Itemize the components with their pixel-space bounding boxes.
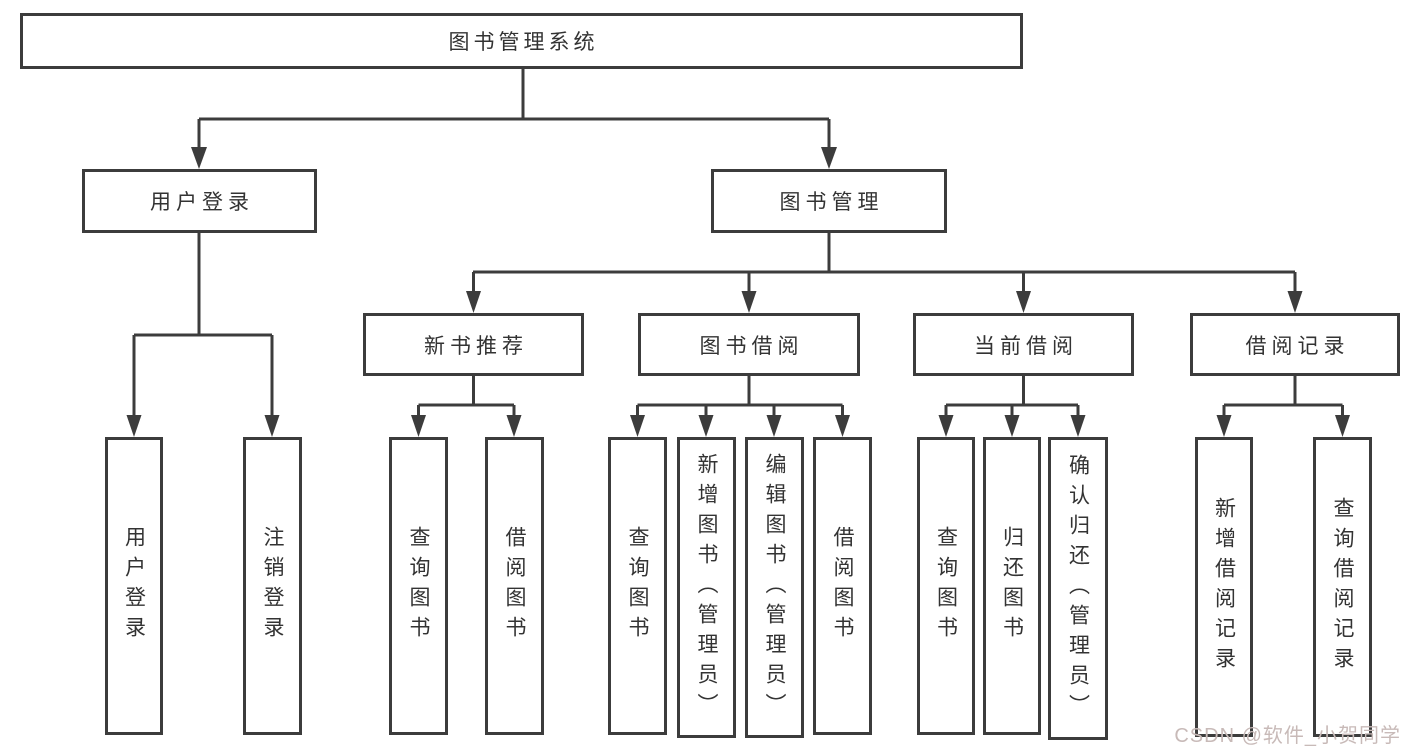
leaf-query-borrow-record: 查询借阅记录	[1313, 437, 1372, 737]
leaf-label: 新增图书（管理员）	[695, 452, 718, 723]
node-library-management-system: 图书管理系统	[20, 13, 1023, 69]
leaf-query-book: 查询图书	[917, 437, 975, 735]
leaf-label: 查询图书	[934, 526, 958, 646]
leaf-label: 查询借阅记录	[1331, 497, 1354, 677]
csdn-watermark: CSDN @软件_小贺同学	[1174, 725, 1401, 747]
leaf-query-book: 查询图书	[608, 437, 667, 735]
leaf-label: 借阅图书	[503, 526, 526, 646]
node-book-management: 图书管理	[711, 169, 947, 233]
leaf-user-login: 用户登录	[105, 437, 163, 735]
leaf-add-book-admin: 新增图书（管理员）	[677, 437, 736, 738]
node-book-borrow: 图书借阅	[638, 313, 860, 376]
node-user-login: 用户登录	[82, 169, 317, 233]
leaf-label: 查询图书	[407, 526, 430, 646]
leaf-label: 注销登录	[261, 526, 284, 646]
leaf-label: 归还图书	[1000, 526, 1024, 646]
node-current-borrow: 当前借阅	[913, 313, 1134, 376]
leaf-borrow-book: 借阅图书	[813, 437, 872, 735]
node-new-book-recommend: 新书推荐	[363, 313, 584, 376]
leaf-query-book: 查询图书	[389, 437, 448, 735]
leaf-edit-book-admin: 编辑图书（管理员）	[745, 437, 804, 738]
leaf-logout: 注销登录	[243, 437, 302, 735]
leaf-return-book: 归还图书	[983, 437, 1041, 735]
leaf-label: 新增借阅记录	[1212, 497, 1236, 677]
leaf-label: 编辑图书（管理员）	[763, 452, 786, 723]
node-borrow-record: 借阅记录	[1190, 313, 1400, 376]
leaf-borrow-book: 借阅图书	[485, 437, 544, 735]
leaf-label: 用户登录	[122, 526, 146, 646]
leaf-confirm-return-admin: 确认归还（管理员）	[1048, 437, 1108, 740]
leaf-label: 借阅图书	[831, 526, 854, 646]
leaf-add-borrow-record: 新增借阅记录	[1195, 437, 1253, 737]
leaf-label: 查询图书	[626, 526, 649, 646]
leaf-label: 确认归还（管理员）	[1066, 453, 1090, 724]
